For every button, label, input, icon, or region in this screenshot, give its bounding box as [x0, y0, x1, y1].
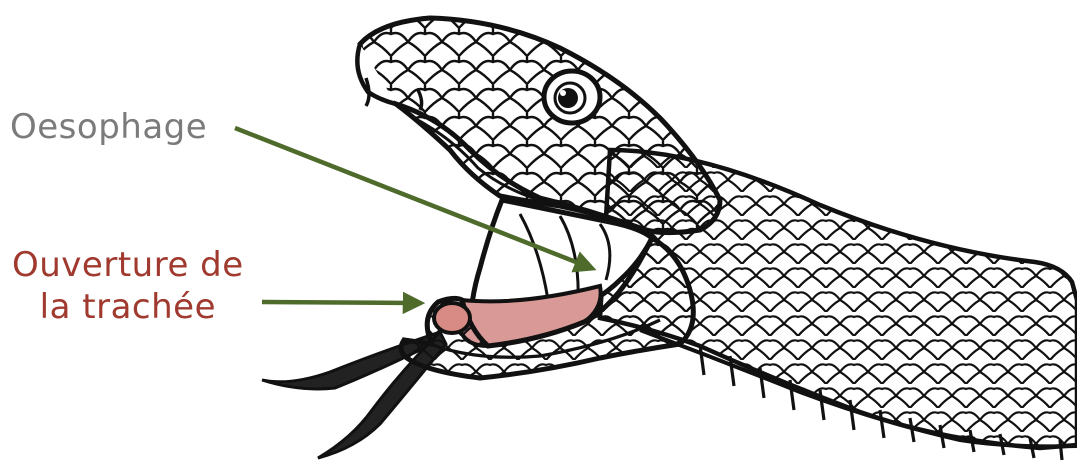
snake-eye: [544, 71, 600, 123]
trachea-opening-label: Ouverture de la trachée: [12, 244, 244, 328]
trachea-arrow: [262, 302, 414, 303]
trachea-label-line-1: Ouverture de: [12, 244, 244, 286]
snake-upper-head: [357, 18, 720, 233]
glottis: [434, 303, 470, 333]
oesophagus-label: Oesophage: [10, 106, 207, 148]
trachea-label-line-2: la trachée: [12, 286, 244, 328]
